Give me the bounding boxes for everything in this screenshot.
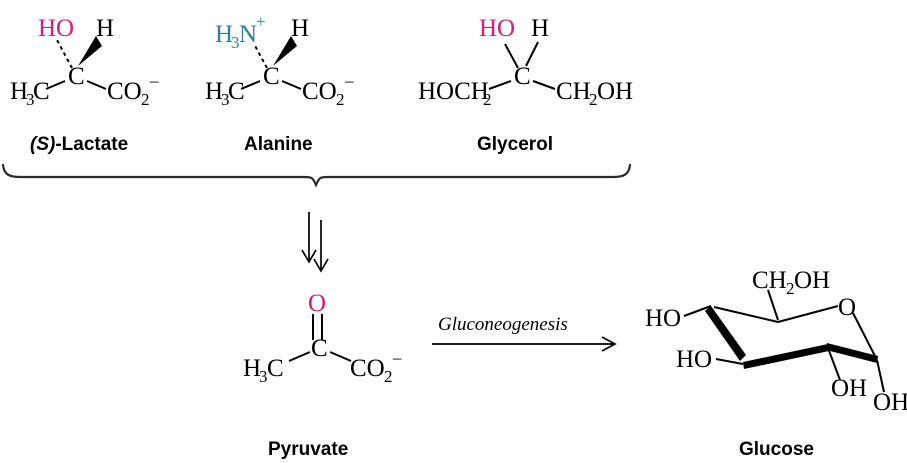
label-methyl-h: H: [205, 78, 223, 105]
bond-to-carboxylate: [329, 351, 352, 362]
label-right-arm: CH: [556, 78, 591, 105]
label-carboxylate-charge: –: [392, 348, 402, 367]
label-amine-n: N: [239, 21, 257, 48]
label-carboxylate: CO: [107, 78, 142, 105]
label-methyl-c: C: [33, 78, 50, 105]
label-left-arm: HOCH: [418, 78, 489, 105]
label-hydroxyl: HO: [38, 15, 74, 42]
structure-glycerol: HO H C HOCH 2 CH 2 OH Glycerol: [418, 15, 633, 155]
double-down-arrow: [301, 212, 329, 273]
label-methyl-h: H: [10, 78, 28, 105]
bond-c3-to-hydroxyl: [715, 358, 744, 365]
label-hydroxymethyl-subscript: 2: [786, 279, 795, 298]
bond-c5-to-hydroxymethyl: [767, 289, 779, 321]
label-carbonyl-oxygen: O: [308, 290, 326, 317]
structure-pyruvate: O C H 3 C CO 2 – Pyruvate: [243, 290, 402, 460]
label-carboxylate: CO: [350, 355, 385, 382]
label-amine-h: H: [215, 21, 233, 48]
label-right-arm-subscript: 2: [589, 90, 598, 109]
label-c1-hydroxyl: OH: [873, 389, 907, 416]
ring-bond-c4-c3-bold: [705, 306, 746, 361]
label-carboxylate-charge: –: [149, 71, 159, 90]
label-hydroxymethyl-oh: OH: [794, 267, 830, 294]
label-methyl-subscript: 3: [26, 90, 35, 109]
label-center-carbon: C: [514, 63, 531, 90]
structure-lactate: HO H C H 3 C CO 2 – (S)-Lactate: [10, 15, 159, 155]
label-carboxylate-subscript: 2: [384, 367, 393, 386]
label-c4-hydroxyl: HO: [645, 305, 681, 332]
label-stereocenter: C: [263, 63, 280, 90]
caption-lactate-suffix: -Lactate: [55, 134, 128, 155]
label-c2-hydroxyl: OH: [831, 375, 867, 402]
bond-to-hydroxyl: [504, 43, 519, 69]
bond-c1-to-hydroxyl: [876, 359, 885, 393]
bond-to-methyl: [288, 351, 311, 362]
bond-to-left-arm: [488, 80, 512, 90]
bond-to-right-arm: [532, 80, 556, 90]
structure-glucose: CH 2 OH O HO HO OH OH Glucose: [645, 267, 907, 460]
label-methyl-c: C: [267, 355, 284, 382]
label-methyl-h: H: [243, 355, 261, 382]
caption-lactate-prefix: (S): [30, 134, 55, 155]
ring-bond-o-c1: [852, 312, 877, 359]
bond-to-methyl: [240, 80, 261, 90]
label-methyl-subscript: 3: [259, 367, 268, 386]
bond-hashed-to-hydroxyl: [56, 39, 73, 69]
ring-bond-c3-c2-bold: [743, 344, 829, 369]
bond-c2-to-hydroxyl: [827, 347, 841, 381]
bond-c4-to-hydroxyl: [683, 305, 712, 317]
arrow-head-2: [313, 258, 329, 273]
gluconeogenesis-arrow: Gluconeogenesis: [432, 314, 617, 352]
bond-to-hydrogen: [525, 41, 539, 67]
arrow-head: [601, 336, 617, 352]
label-hydrogen: H: [96, 15, 114, 42]
label-carboxylate-subscript: 2: [336, 90, 345, 109]
caption-alanine: Alanine: [244, 134, 313, 155]
label-stereocenter: C: [68, 63, 85, 90]
label-hydroxymethyl: CH: [752, 267, 787, 294]
label-carboxylate-subscript: 2: [141, 90, 150, 109]
label-methyl-subscript: 3: [221, 90, 230, 109]
ring-bond-c5-o: [777, 305, 839, 323]
bond-to-carboxylate: [281, 80, 302, 90]
label-hydrogen: H: [291, 15, 309, 42]
bond-hashed-to-amine: [253, 43, 268, 69]
ring-bond-c4-c5: [713, 306, 779, 323]
label-right-arm-oh: OH: [597, 78, 633, 105]
label-hydrogen: H: [531, 15, 549, 42]
caption-lactate: (S)-Lactate: [30, 134, 128, 155]
bond-wedge-to-hydrogen: [78, 36, 102, 66]
reaction-label: Gluconeogenesis: [438, 314, 568, 335]
label-left-arm-subscript: 2: [483, 90, 492, 109]
label-carboxylate: CO: [302, 78, 337, 105]
label-ring-oxygen: O: [838, 294, 856, 321]
arrow-head-1: [301, 249, 317, 264]
label-center-carbon: C: [311, 335, 328, 362]
caption-glucose: Glucose: [739, 439, 814, 460]
structure-alanine: H 3 N + H C H 3 C CO 2 – Alanine: [205, 12, 354, 155]
ring-bond-c2-c1-bold: [826, 343, 878, 363]
label-amine-charge: +: [256, 12, 266, 31]
bond-to-carboxylate: [86, 80, 107, 90]
caption-glycerol: Glycerol: [477, 134, 553, 155]
bond-wedge-to-hydrogen: [273, 36, 297, 66]
label-c3-hydroxyl: HO: [676, 346, 712, 373]
caption-pyruvate: Pyruvate: [268, 439, 348, 460]
label-methyl-c: C: [228, 78, 245, 105]
converging-brace: [1, 163, 632, 188]
bond-to-methyl: [45, 80, 66, 90]
label-carboxylate-charge: –: [344, 71, 354, 90]
label-amine-subscript: 3: [231, 33, 240, 52]
label-hydroxyl: HO: [479, 15, 515, 42]
brace-path: [1, 163, 632, 188]
